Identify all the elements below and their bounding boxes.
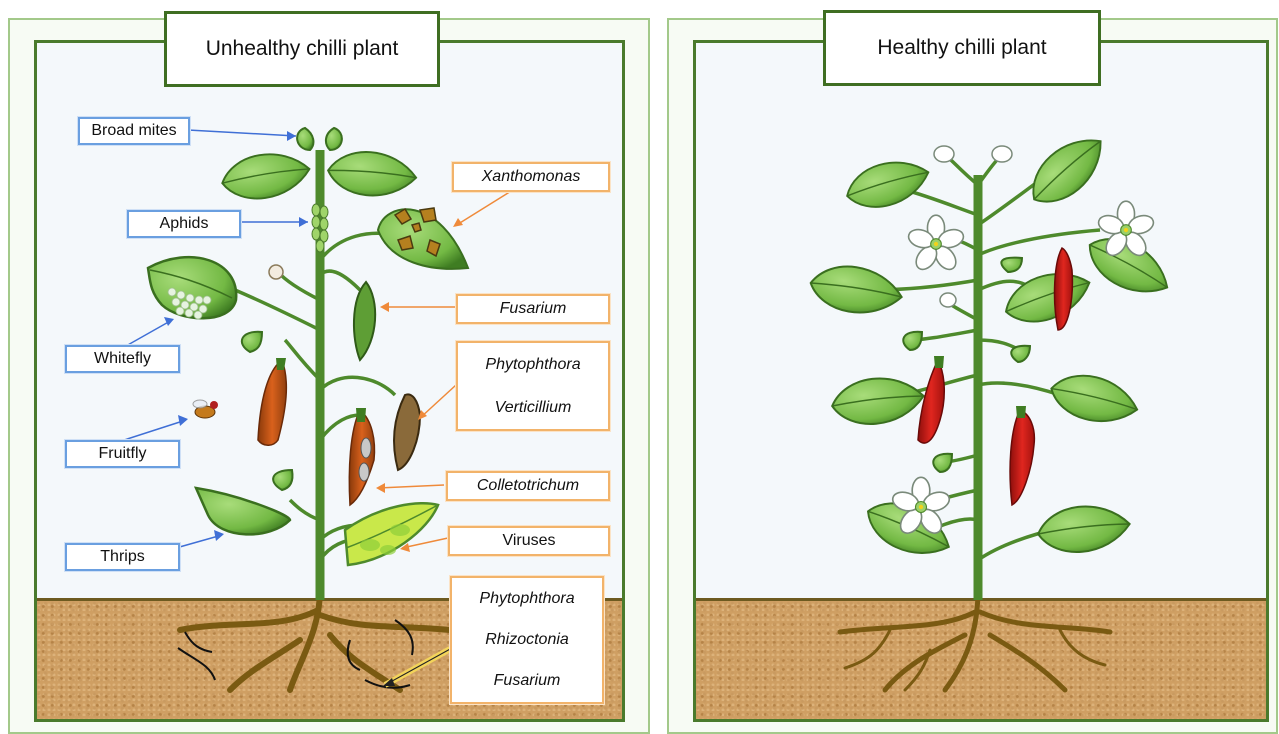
fusarium-leaf bbox=[354, 282, 375, 360]
verticillium-leaf bbox=[394, 394, 420, 470]
label-root-pathogens: Phytophthora Rhizoctonia Fusarium bbox=[450, 576, 604, 704]
healthy-title: Healthy chilli plant bbox=[823, 10, 1101, 86]
label-xanthomonas: Xanthomonas bbox=[452, 162, 610, 192]
label-aphids: Aphids bbox=[127, 210, 241, 238]
unhealthy-title: Unhealthy chilli plant bbox=[164, 11, 440, 87]
fruitfly-insect bbox=[193, 400, 218, 418]
unhealthy-chilli-1 bbox=[258, 360, 286, 445]
label-fusarium: Fusarium bbox=[456, 294, 610, 324]
healthy-plant bbox=[807, 125, 1178, 690]
label-whitefly: Whitefly bbox=[65, 345, 180, 373]
healthy-roots bbox=[840, 590, 1110, 690]
label-colletotrichum: Colletotrichum bbox=[446, 471, 610, 501]
label-broad-mites: Broad mites bbox=[78, 117, 190, 145]
thrips-leaf bbox=[196, 488, 290, 534]
label-root-rhizoctonia: Rhizoctonia bbox=[485, 631, 569, 649]
label-root-phytophthora: Phytophthora bbox=[479, 590, 574, 608]
label-viruses: Viruses bbox=[448, 526, 610, 556]
label-fruitfly: Fruitfly bbox=[65, 440, 180, 468]
unhealthy-roots bbox=[180, 590, 450, 690]
label-verticillium: Verticillium bbox=[495, 399, 572, 417]
label-phytophthora-verticillium: Phytophthora Verticillium bbox=[456, 341, 610, 431]
anthracnose-chilli bbox=[349, 408, 374, 505]
label-thrips: Thrips bbox=[65, 543, 180, 571]
xanthomonas-leaf bbox=[378, 208, 468, 269]
label-root-fusarium: Fusarium bbox=[494, 672, 561, 690]
label-phytophthora: Phytophthora bbox=[485, 356, 580, 374]
virus-leaf bbox=[345, 503, 438, 565]
whitefly-leaf bbox=[148, 257, 236, 319]
